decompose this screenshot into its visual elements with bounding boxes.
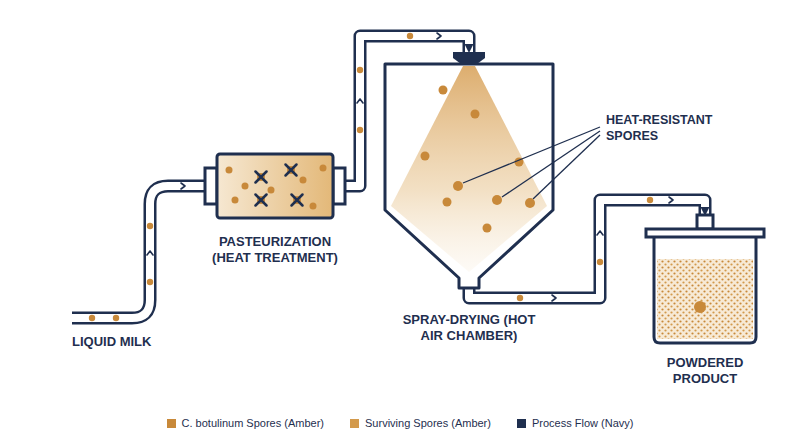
legend-item: Process Flow (Navy) [517, 416, 633, 430]
spray-nozzle [453, 52, 485, 64]
vessel-rim [646, 229, 764, 237]
legend-swatch [517, 419, 526, 428]
input-label: LIQUID MILK [72, 334, 151, 350]
node-shape [205, 150, 345, 222]
shape-drawing [205, 150, 345, 222]
flow-chevron [552, 295, 556, 301]
kill-mark [256, 195, 267, 206]
spore-dot [407, 33, 413, 39]
shape-drawing [383, 52, 555, 288]
powder-fill [657, 259, 753, 339]
spore-dot [357, 67, 363, 73]
legend-text: C. botulinum Spores (Amber) [182, 416, 324, 430]
stage-label: POWDERED PRODUCT [665, 355, 746, 387]
spore-dot [268, 187, 275, 194]
kill-mark [286, 165, 297, 176]
legend-text: Surviving Spores (Amber) [365, 416, 491, 430]
spore-dot [517, 295, 523, 301]
spore-dot [439, 86, 448, 95]
spore-dot [300, 177, 307, 184]
pasteurizer: PASTEURIZATION (HEAT TREATMENT) [195, 150, 355, 266]
spore-dot [647, 197, 653, 203]
leader-line [533, 135, 600, 199]
inlet-collar [697, 215, 713, 229]
kill-mark [256, 172, 267, 183]
spore-dot [320, 165, 327, 172]
legend: C. botulinum Spores (Amber) Surviving Spo… [0, 416, 800, 430]
spore-dot [89, 315, 95, 321]
stage-label: SPRAY-DRYING (HOT AIR CHAMBER) [401, 312, 538, 344]
spore-dot [694, 301, 706, 313]
spore-dot [471, 110, 480, 119]
spore-dot [113, 315, 119, 321]
flow-chevron [437, 33, 441, 39]
node-label-box: SPRAY-DRYING (HOT AIR CHAMBER) [374, 52, 564, 344]
drying-chamber [385, 64, 553, 288]
flow-chevron [669, 197, 673, 203]
spore-dot [242, 183, 249, 190]
flow-chevron [147, 251, 153, 255]
heat-exchanger [217, 154, 333, 218]
inlet-pipe [72, 186, 206, 318]
flow-chevron [181, 183, 185, 189]
spore-dot [525, 198, 535, 208]
legend-item: C. botulinum Spores (Amber) [167, 416, 324, 430]
spore-dot [483, 224, 492, 233]
spore-dot [310, 203, 317, 210]
collection-vessel [654, 237, 756, 343]
spore-dot [453, 181, 463, 191]
legend-swatch [350, 419, 359, 428]
flow-chevron [357, 99, 363, 103]
spore-dot [597, 259, 603, 265]
spore-dot [147, 223, 153, 229]
node-label-box: PASTEURIZATION (HEAT TREATMENT) [195, 150, 355, 266]
legend-swatch [167, 419, 176, 428]
node-label-box: POWDERED PRODUCT [630, 215, 780, 387]
spore-dot [492, 195, 502, 205]
product-vessel: POWDERED PRODUCT [630, 215, 780, 387]
spray-dryer: SPRAY-DRYING (HOT AIR CHAMBER) [374, 52, 564, 344]
spray-cone [391, 66, 547, 272]
spore-dot [443, 198, 452, 207]
flange [333, 168, 345, 204]
inlet-pipe-inner [72, 186, 206, 318]
legend-text: Process Flow (Navy) [532, 416, 633, 430]
callout-label: HEAT-RESISTANT SPORES [606, 112, 717, 144]
spore-dot [147, 279, 153, 285]
kill-mark [292, 195, 303, 206]
flange [205, 168, 217, 204]
legend-item: Surviving Spores (Amber) [350, 416, 491, 430]
flow-chevron [597, 231, 603, 235]
spore-dot [226, 167, 233, 174]
stage-label: PASTEURIZATION (HEAT TREATMENT) [210, 234, 340, 266]
node-shape [640, 215, 770, 345]
node-shape [383, 52, 555, 288]
spore-dot [232, 197, 239, 204]
shape-drawing [640, 215, 770, 345]
leader-line [502, 131, 600, 197]
spore-dot [421, 152, 430, 161]
spore-dot [357, 127, 363, 133]
